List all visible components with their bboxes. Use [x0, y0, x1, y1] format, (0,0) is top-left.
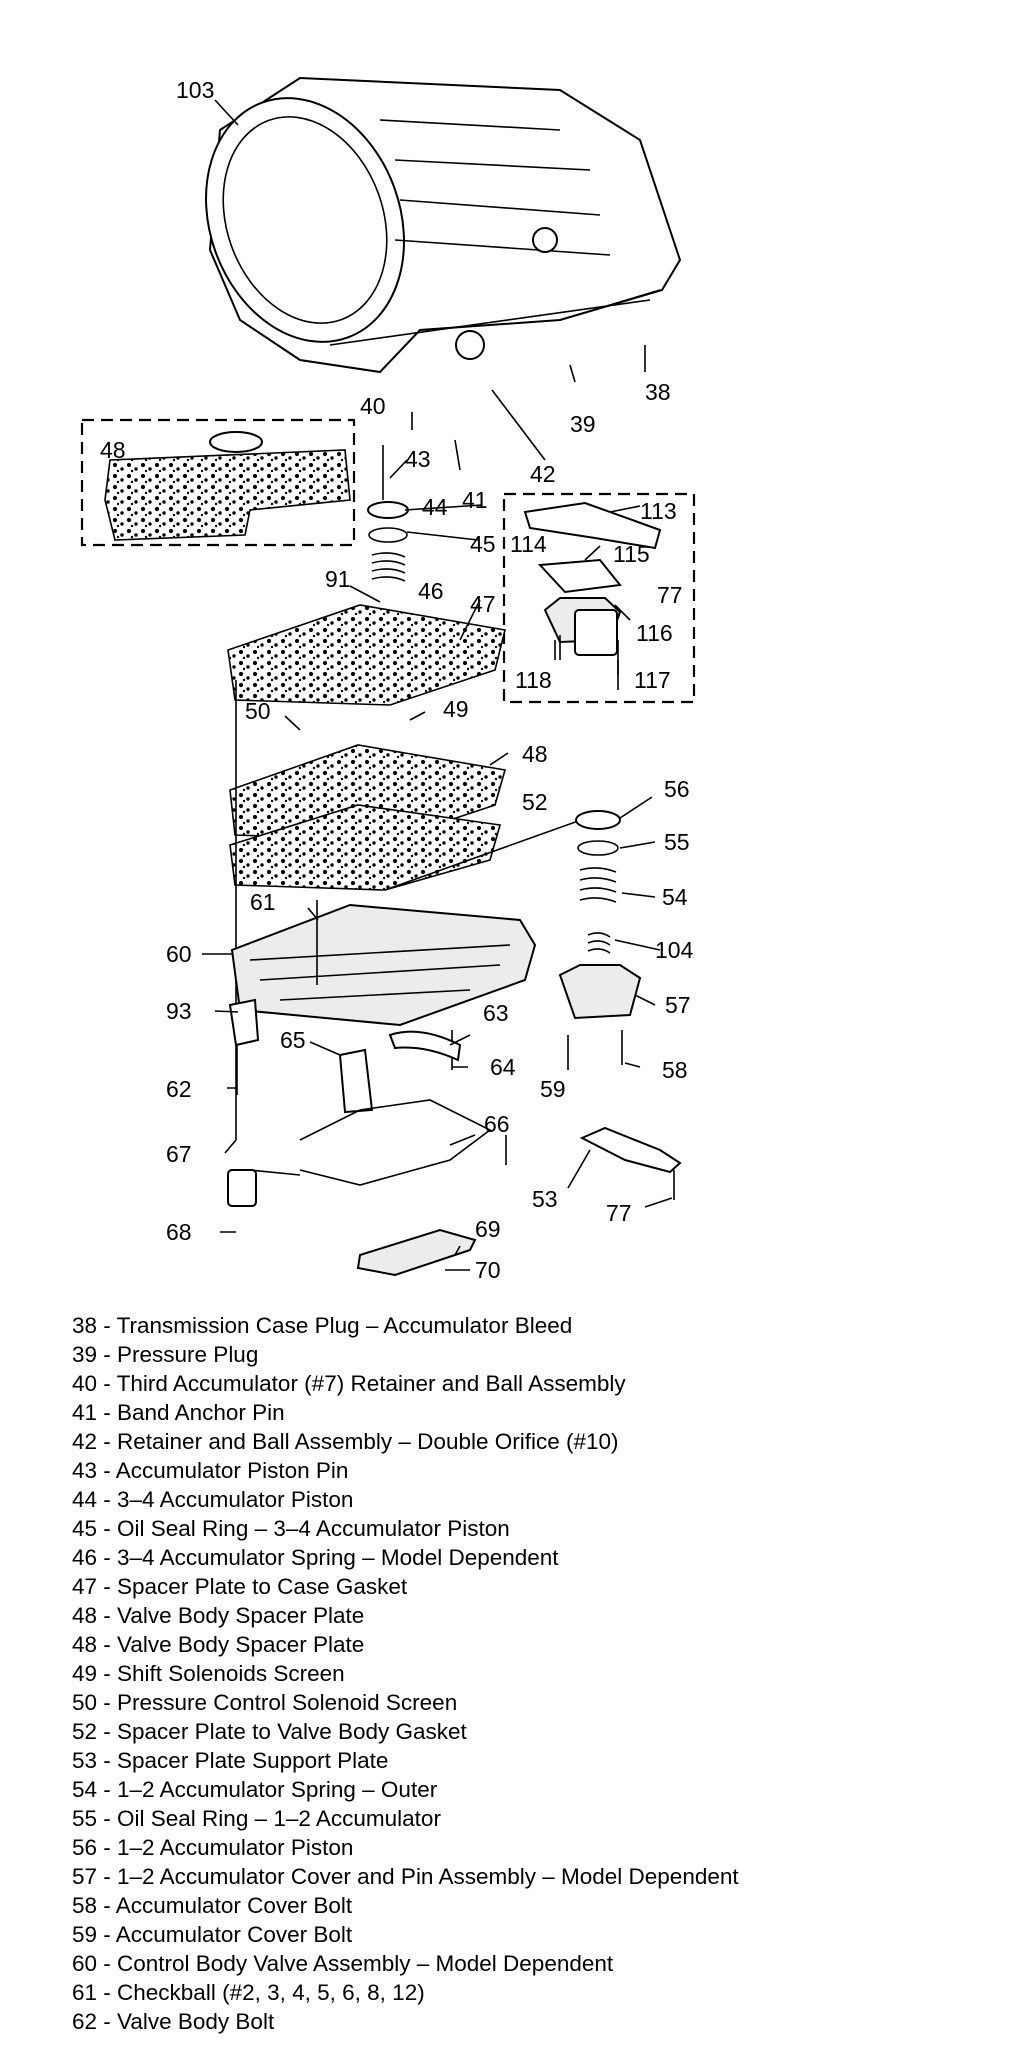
callout-55: 55	[664, 829, 690, 855]
legend-item: 60 - Control Body Valve Assembly – Model…	[72, 1951, 614, 1976]
accumulator-cover-57	[558, 964, 642, 1020]
legend-item: 39 - Pressure Plug	[72, 1342, 259, 1367]
legend-item: 38 - Transmission Case Plug – Accumulato…	[72, 1313, 573, 1338]
callout-114: 114	[510, 531, 547, 557]
callout-113: 113	[640, 498, 677, 524]
callout-66: 66	[484, 1111, 510, 1137]
callout-41: 41	[462, 487, 488, 513]
callout-48-inset: 48	[100, 437, 126, 463]
callout-118: 118	[515, 667, 552, 693]
callout-44: 44	[422, 494, 448, 520]
callout-64: 64	[490, 1054, 516, 1080]
callout-93: 93	[166, 998, 192, 1024]
legend-item: 53 - Spacer Plate Support Plate	[72, 1748, 389, 1773]
callout-68: 68	[166, 1219, 192, 1245]
accumulator-cover-plate	[523, 501, 662, 550]
callout-52: 52	[522, 789, 548, 815]
callout-54: 54	[662, 884, 688, 910]
callout-45: 45	[470, 531, 496, 557]
callout-50: 50	[245, 698, 271, 724]
transmission-case	[205, 76, 682, 374]
legend-item: 57 - 1–2 Accumulator Cover and Pin Assem…	[72, 1864, 739, 1889]
callout-67: 67	[166, 1141, 192, 1167]
legend-item: 46 - 3–4 Accumulator Spring – Model Depe…	[72, 1545, 559, 1570]
legend-item: 47 - Spacer Plate to Case Gasket	[72, 1574, 408, 1599]
callout-59: 59	[540, 1076, 566, 1102]
legend-item: 62 - Valve Body Bolt	[72, 2009, 275, 2034]
callout-42: 42	[530, 461, 556, 487]
callout-69: 69	[475, 1216, 501, 1242]
callout-48: 48	[522, 741, 548, 767]
legend-item: 42 - Retainer and Ball Assembly – Double…	[72, 1429, 619, 1454]
callout-77-lower: 77	[606, 1200, 632, 1226]
legend-item: 41 - Band Anchor Pin	[72, 1400, 285, 1425]
callout-115: 115	[613, 541, 650, 567]
legend-item: 45 - Oil Seal Ring – 3–4 Accumulator Pis…	[72, 1516, 510, 1541]
gasket-52	[229, 804, 502, 891]
legend-item: 43 - Accumulator Piston Pin	[72, 1458, 349, 1483]
legend-item: 58 - Accumulator Cover Bolt	[72, 1893, 353, 1918]
callout-40: 40	[360, 393, 386, 419]
piston-56	[575, 810, 621, 830]
legend-item: 52 - Spacer Plate to Valve Body Gasket	[72, 1719, 467, 1744]
callout-56: 56	[664, 776, 690, 802]
callout-91: 91	[325, 566, 351, 592]
callout-103: 103	[176, 77, 214, 103]
legend-item: 55 - Oil Seal Ring – 1–2 Accumulator	[72, 1806, 441, 1831]
callout-57: 57	[665, 992, 691, 1018]
callout-38: 38	[645, 379, 671, 405]
legend-item: 48 - Valve Body Spacer Plate	[72, 1603, 365, 1628]
legend-item: 61 - Checkball (#2, 3, 4, 5, 6, 8, 12)	[72, 1980, 425, 2005]
legend-item: 40 - Third Accumulator (#7) Retainer and…	[72, 1371, 626, 1396]
callout-104: 104	[655, 937, 694, 963]
inset-box-left	[80, 418, 356, 547]
callout-39: 39	[570, 411, 596, 437]
callout-77-upper: 77	[657, 582, 683, 608]
legend-item: 48 - Valve Body Spacer Plate	[72, 1632, 365, 1657]
callout-65: 65	[280, 1027, 306, 1053]
inset-box-right	[502, 492, 696, 704]
callout-62: 62	[166, 1076, 192, 1102]
callout-60: 60	[166, 941, 192, 967]
callout-63: 63	[483, 1000, 509, 1026]
legend-item: 56 - 1–2 Accumulator Piston	[72, 1835, 354, 1860]
spacer-plate-48-inset	[104, 449, 351, 541]
callout-58: 58	[662, 1057, 688, 1083]
exploded-parts-diagram: 103 38 39 40 41 42 43 44 45 46 91 47 48 …	[80, 76, 696, 1283]
support-plate-53	[579, 1126, 682, 1174]
callout-43: 43	[405, 446, 431, 472]
legend-item: 49 - Shift Solenoids Screen	[72, 1661, 345, 1686]
callout-49: 49	[443, 696, 469, 722]
callout-117: 117	[634, 667, 671, 693]
filter-69	[356, 1228, 477, 1277]
legend-item: 44 - 3–4 Accumulator Piston	[72, 1487, 354, 1512]
callout-46: 46	[418, 578, 444, 604]
parts-legend: 38 - Transmission Case Plug – Accumulato…	[72, 1311, 992, 2036]
callout-70: 70	[475, 1257, 501, 1283]
callout-61: 61	[250, 889, 276, 915]
gasket-47	[227, 604, 506, 706]
legend-item: 54 - 1–2 Accumulator Spring – Outer	[72, 1777, 438, 1802]
callout-116: 116	[636, 620, 673, 646]
control-valve-body	[230, 900, 537, 1027]
callout-53: 53	[532, 1186, 558, 1212]
piston-44	[367, 501, 409, 519]
legend-item: 59 - Accumulator Cover Bolt	[72, 1922, 353, 1947]
legend-item: 50 - Pressure Control Solenoid Screen	[72, 1690, 458, 1715]
callout-47: 47	[470, 591, 496, 617]
